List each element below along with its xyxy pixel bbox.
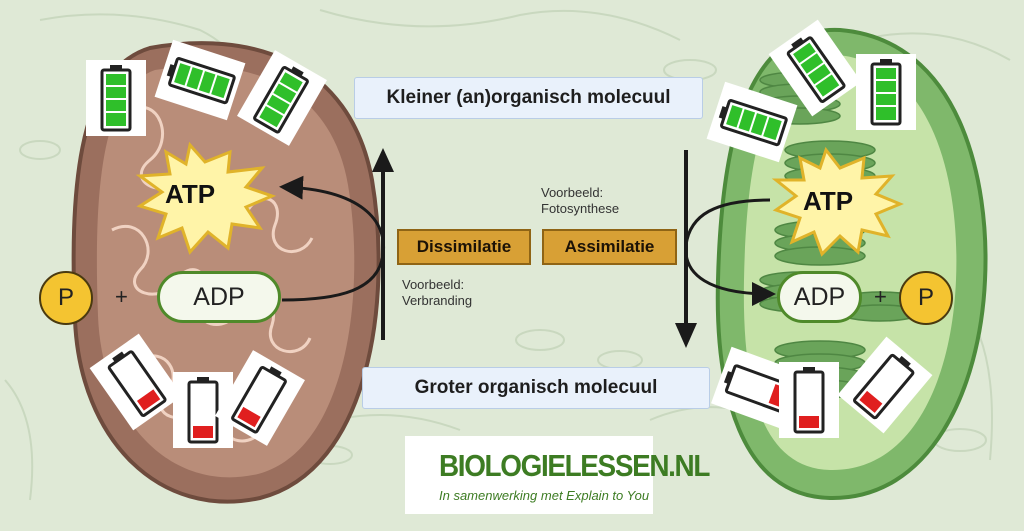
atp-burst-left: [135, 141, 277, 255]
small-molecule-label: Kleiner (an)organisch molecuul: [354, 77, 703, 119]
adp-right: ADP: [777, 271, 862, 323]
atp-label-left: ATP: [165, 179, 216, 209]
phosphate-right: P: [899, 271, 953, 325]
atp-label-right: ATP: [803, 186, 854, 216]
dissimilation-example: Voorbeeld: Verbranding: [402, 277, 472, 309]
full-battery-icon: [84, 58, 148, 138]
assimilation-example-heading: Voorbeeld:: [541, 185, 604, 200]
assimilation-example-text: Fotosynthese: [541, 201, 620, 216]
arrow-atp-to-adp-right: [684, 198, 776, 306]
dissimilation-example-text: Verbranding: [402, 293, 473, 308]
arrow-adp-to-atp-left: [279, 175, 386, 302]
large-molecule-label: Groter organisch molecuul: [362, 367, 710, 409]
logo-name: BIOLOGIELESSEN.NL: [439, 448, 710, 483]
empty-battery-icon: [777, 360, 841, 440]
plus-right: +: [874, 284, 887, 309]
assimilation-label: Assimilatie: [542, 229, 677, 265]
logo-tagline: In samenwerking met Explain to You: [439, 488, 650, 503]
biologielessen-logo: BIOLOGIELESSEN.NL In samenwerking met Ex…: [405, 436, 710, 514]
atp-burst-right: [771, 146, 904, 257]
adp-left: ADP: [157, 271, 281, 323]
full-battery-icon: [854, 52, 918, 132]
dissimilation-label: Dissimilatie: [397, 229, 531, 265]
plus-left: +: [115, 284, 128, 309]
assimilation-example: Voorbeeld: Fotosynthese: [541, 185, 619, 217]
phosphate-left: P: [39, 271, 93, 325]
dissimilation-example-heading: Voorbeeld:: [402, 277, 465, 292]
